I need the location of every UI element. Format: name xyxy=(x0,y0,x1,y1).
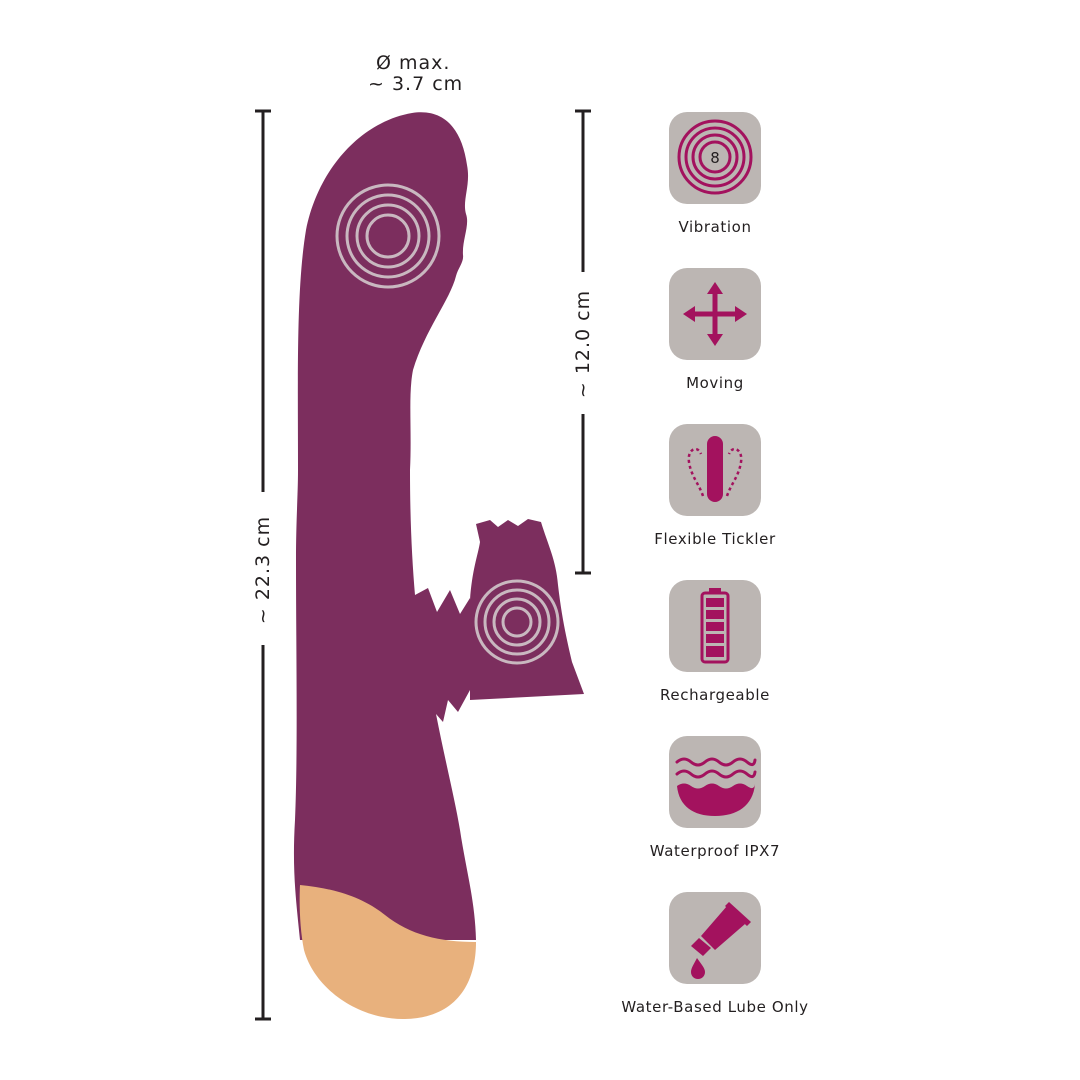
feature-tile xyxy=(669,268,761,360)
feature-rechargeable: Rechargeable xyxy=(630,580,800,704)
diameter-label-line1: Ø max. xyxy=(376,52,451,74)
total-length-label: ~ 22.3 cm xyxy=(252,515,274,625)
vibration-rings-icon: 8 xyxy=(677,119,753,195)
feature-tile xyxy=(669,736,761,828)
feature-tile: 8 xyxy=(669,112,761,204)
flexible-tickler-icon xyxy=(687,436,743,502)
feature-vibration: 8 Vibration xyxy=(630,112,800,236)
feature-flexible-tickler: Flexible Tickler xyxy=(630,424,800,548)
tickler-arm xyxy=(470,519,584,700)
base-handle xyxy=(299,885,476,1020)
water-waves-icon xyxy=(675,757,757,816)
four-way-arrows-icon xyxy=(683,282,747,346)
lube-tube-icon xyxy=(691,902,751,979)
feature-label: Waterproof IPX7 xyxy=(649,842,781,860)
insertable-length-label: ~ 12.0 cm xyxy=(572,289,594,399)
feature-tile xyxy=(669,580,761,672)
feature-label: Water-Based Lube Only xyxy=(621,998,809,1016)
vibration-rings-tip xyxy=(335,183,441,289)
feature-waterproof: Waterproof IPX7 xyxy=(630,736,800,860)
feature-label: Rechargeable xyxy=(660,686,770,704)
total-length-measure xyxy=(255,109,271,1021)
vibration-rings-tickler xyxy=(474,579,560,665)
feature-tile xyxy=(669,424,761,516)
diameter-label-line2: ~ 3.7 cm xyxy=(368,73,464,95)
feature-moving: Moving xyxy=(630,268,800,392)
vibration-mode-count: 8 xyxy=(710,149,720,167)
feature-water-based-lube: Water-Based Lube Only xyxy=(600,892,830,1016)
feature-label: Flexible Tickler xyxy=(654,530,776,548)
feature-label: Vibration xyxy=(678,218,752,236)
feature-label: Moving xyxy=(686,374,744,392)
feature-tile xyxy=(669,892,761,984)
insertable-length-measure xyxy=(575,109,591,575)
shaft-body xyxy=(293,112,476,941)
battery-icon xyxy=(700,588,730,664)
